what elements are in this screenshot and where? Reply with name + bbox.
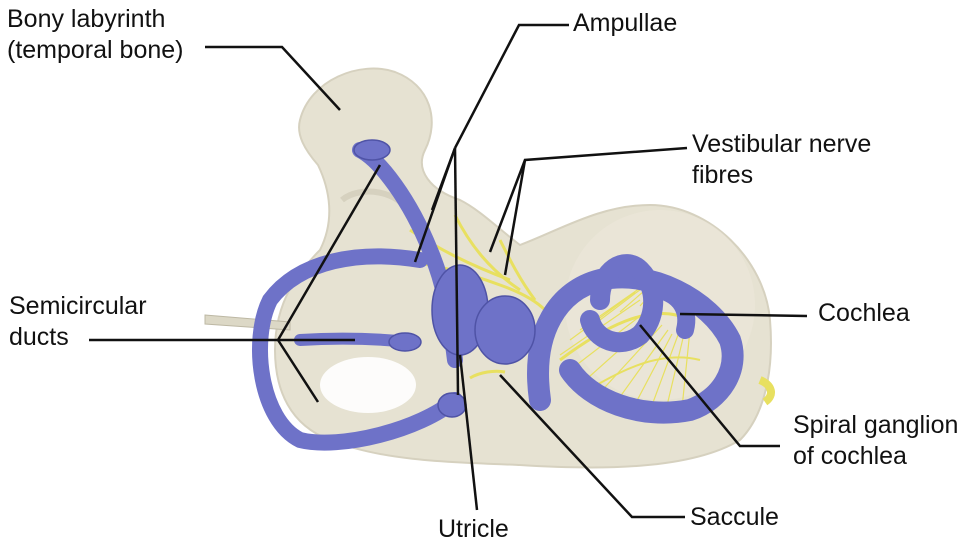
label-utricle-text: Utricle [438, 514, 509, 545]
label-ampullae: Ampullae [573, 8, 677, 39]
label-spiral-ganglion: Spiral ganglion of cochlea [793, 410, 958, 472]
label-semicircular-ducts: Semicircular ducts [9, 291, 147, 353]
label-semicircular-ducts-line2: ducts [9, 322, 147, 353]
label-semicircular-ducts-line1: Semicircular [9, 291, 147, 322]
label-cochlea-text: Cochlea [818, 298, 910, 329]
label-ampullae-text: Ampullae [573, 8, 677, 39]
label-vestibular-nerve-line2: fibres [692, 160, 871, 191]
label-spiral-ganglion-line1: Spiral ganglion [793, 410, 958, 441]
label-cochlea: Cochlea [818, 298, 910, 329]
label-bony-labyrinth: Bony labyrinth (temporal bone) [7, 4, 183, 66]
label-saccule: Saccule [690, 502, 779, 533]
label-vestibular-nerve: Vestibular nerve fibres [692, 129, 871, 191]
label-utricle: Utricle [438, 514, 509, 545]
label-vestibular-nerve-line1: Vestibular nerve [692, 129, 871, 160]
label-bony-labyrinth-line1: Bony labyrinth [7, 4, 183, 35]
label-saccule-text: Saccule [690, 502, 779, 533]
label-bony-labyrinth-line2: (temporal bone) [7, 35, 183, 66]
label-spiral-ganglion-line2: of cochlea [793, 441, 958, 472]
